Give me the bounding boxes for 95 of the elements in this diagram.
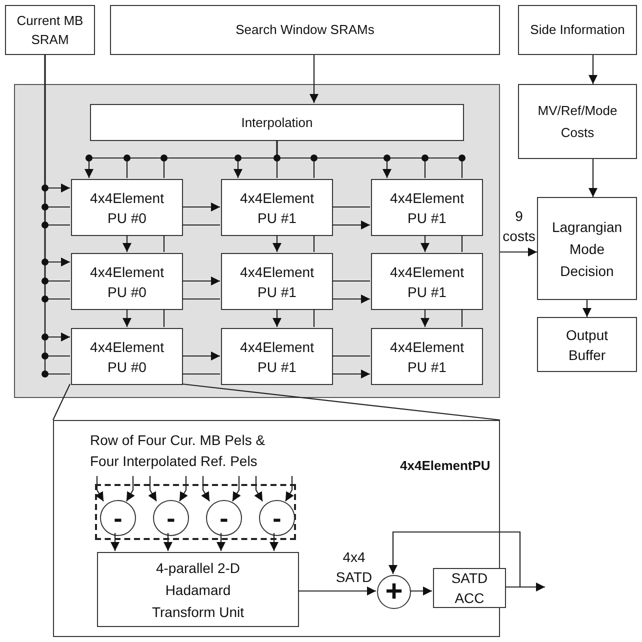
arrow [122, 235, 132, 252]
connector-line [313, 309, 315, 327]
arrow [164, 533, 172, 551]
arrow [285, 476, 294, 502]
process-box [97, 552, 299, 627]
connector-line [461, 309, 463, 327]
arrow [182, 276, 220, 286]
box-label: 4x4Element PU #1 [239, 188, 315, 228]
panel-title: 4x4ElementPU [400, 457, 490, 475]
arrow [254, 476, 263, 502]
box-label: SATD ACC [450, 569, 489, 608]
arrow [270, 533, 278, 551]
arrow [332, 370, 370, 378]
box-label: 4x4Element PU #1 [239, 262, 315, 302]
arrow [410, 586, 432, 596]
process-box [518, 84, 637, 159]
arrow [500, 248, 537, 256]
process-box [71, 179, 183, 236]
connector-line [276, 140, 463, 178]
box-label: Output Buffer [564, 326, 610, 364]
arrow [110, 533, 120, 551]
box-label: Side Information [530, 21, 625, 40]
process-box [371, 179, 483, 236]
box-label: Current MB SRAM [16, 12, 84, 49]
connector-line [163, 309, 165, 327]
process-box [90, 104, 464, 141]
arrow [332, 294, 370, 304]
leader-line [182, 383, 500, 421]
box-label: 4x4Element PU #1 [389, 188, 465, 228]
process-box [221, 328, 333, 385]
arrow [216, 533, 226, 551]
array-panel [14, 84, 500, 398]
box-label: 4x4Element PU #1 [389, 338, 465, 376]
arrow [420, 235, 430, 252]
box-label: 4x4Element PU #0 [89, 262, 165, 302]
connector-line [182, 298, 220, 300]
arrow [298, 586, 376, 596]
operator-sign: - [272, 505, 282, 531]
arrow [201, 476, 210, 502]
connector-line [163, 235, 165, 252]
arrow [588, 159, 598, 197]
accumulator-box [433, 568, 506, 608]
connector-line [332, 355, 370, 357]
operator-sign: + [385, 577, 403, 607]
connector-line [332, 206, 370, 208]
box-label: MV/Ref/Mode Costs [536, 102, 618, 142]
arrow [388, 531, 521, 588]
arrow [179, 476, 188, 502]
box-label: Search Window SRAMs [236, 21, 374, 40]
arrow [232, 476, 241, 502]
leader-line [52, 384, 70, 420]
edge-label: 4x4 SATD [334, 548, 374, 587]
box-label: Lagrangian Mode Decision [550, 218, 624, 280]
arrow [126, 476, 135, 502]
arrow [182, 352, 220, 360]
arrow [582, 300, 592, 317]
box-label: 4-parallel 2-D Hadamard Transform Unit [150, 558, 246, 622]
box-label: Interpolation [241, 114, 313, 132]
box-label: 4x4Element PU #1 [239, 338, 315, 376]
connector-line [332, 280, 370, 282]
arrow [588, 55, 598, 84]
memory-box [110, 5, 500, 55]
arrow [505, 582, 545, 592]
connector-line [182, 373, 220, 375]
arrow [310, 55, 318, 103]
input-description: Row of Four Cur. MB Pels & Four Interpolated Ref. Pels [90, 431, 266, 471]
process-box [371, 253, 483, 310]
dashed-group-box [95, 484, 296, 540]
operator-sign: - [220, 505, 228, 531]
arrow [332, 220, 370, 230]
process-box [221, 253, 333, 310]
process-box [537, 317, 637, 372]
edge-label: 9 costs [502, 207, 536, 246]
arrow [272, 309, 282, 327]
process-box [221, 179, 333, 236]
connector-line [313, 235, 315, 252]
operator-sign: - [114, 505, 122, 531]
arrow [122, 309, 132, 327]
connector-line [182, 224, 220, 226]
memory-box [5, 5, 95, 55]
process-box [537, 197, 637, 300]
process-box [71, 253, 183, 310]
process-box [371, 328, 483, 385]
arrow [95, 476, 104, 502]
box-label: 4x4Element PU #1 [389, 262, 465, 302]
arrow [420, 309, 430, 327]
process-box [71, 328, 183, 385]
operator-sign: - [166, 505, 176, 531]
connector-line [461, 235, 463, 252]
box-label: 4x4Element PU #0 [89, 188, 165, 228]
arrow [148, 476, 157, 502]
input-box [518, 5, 637, 55]
arrow [182, 202, 220, 212]
arrow [272, 235, 282, 252]
box-label: 4x4Element PU #0 [89, 338, 165, 376]
